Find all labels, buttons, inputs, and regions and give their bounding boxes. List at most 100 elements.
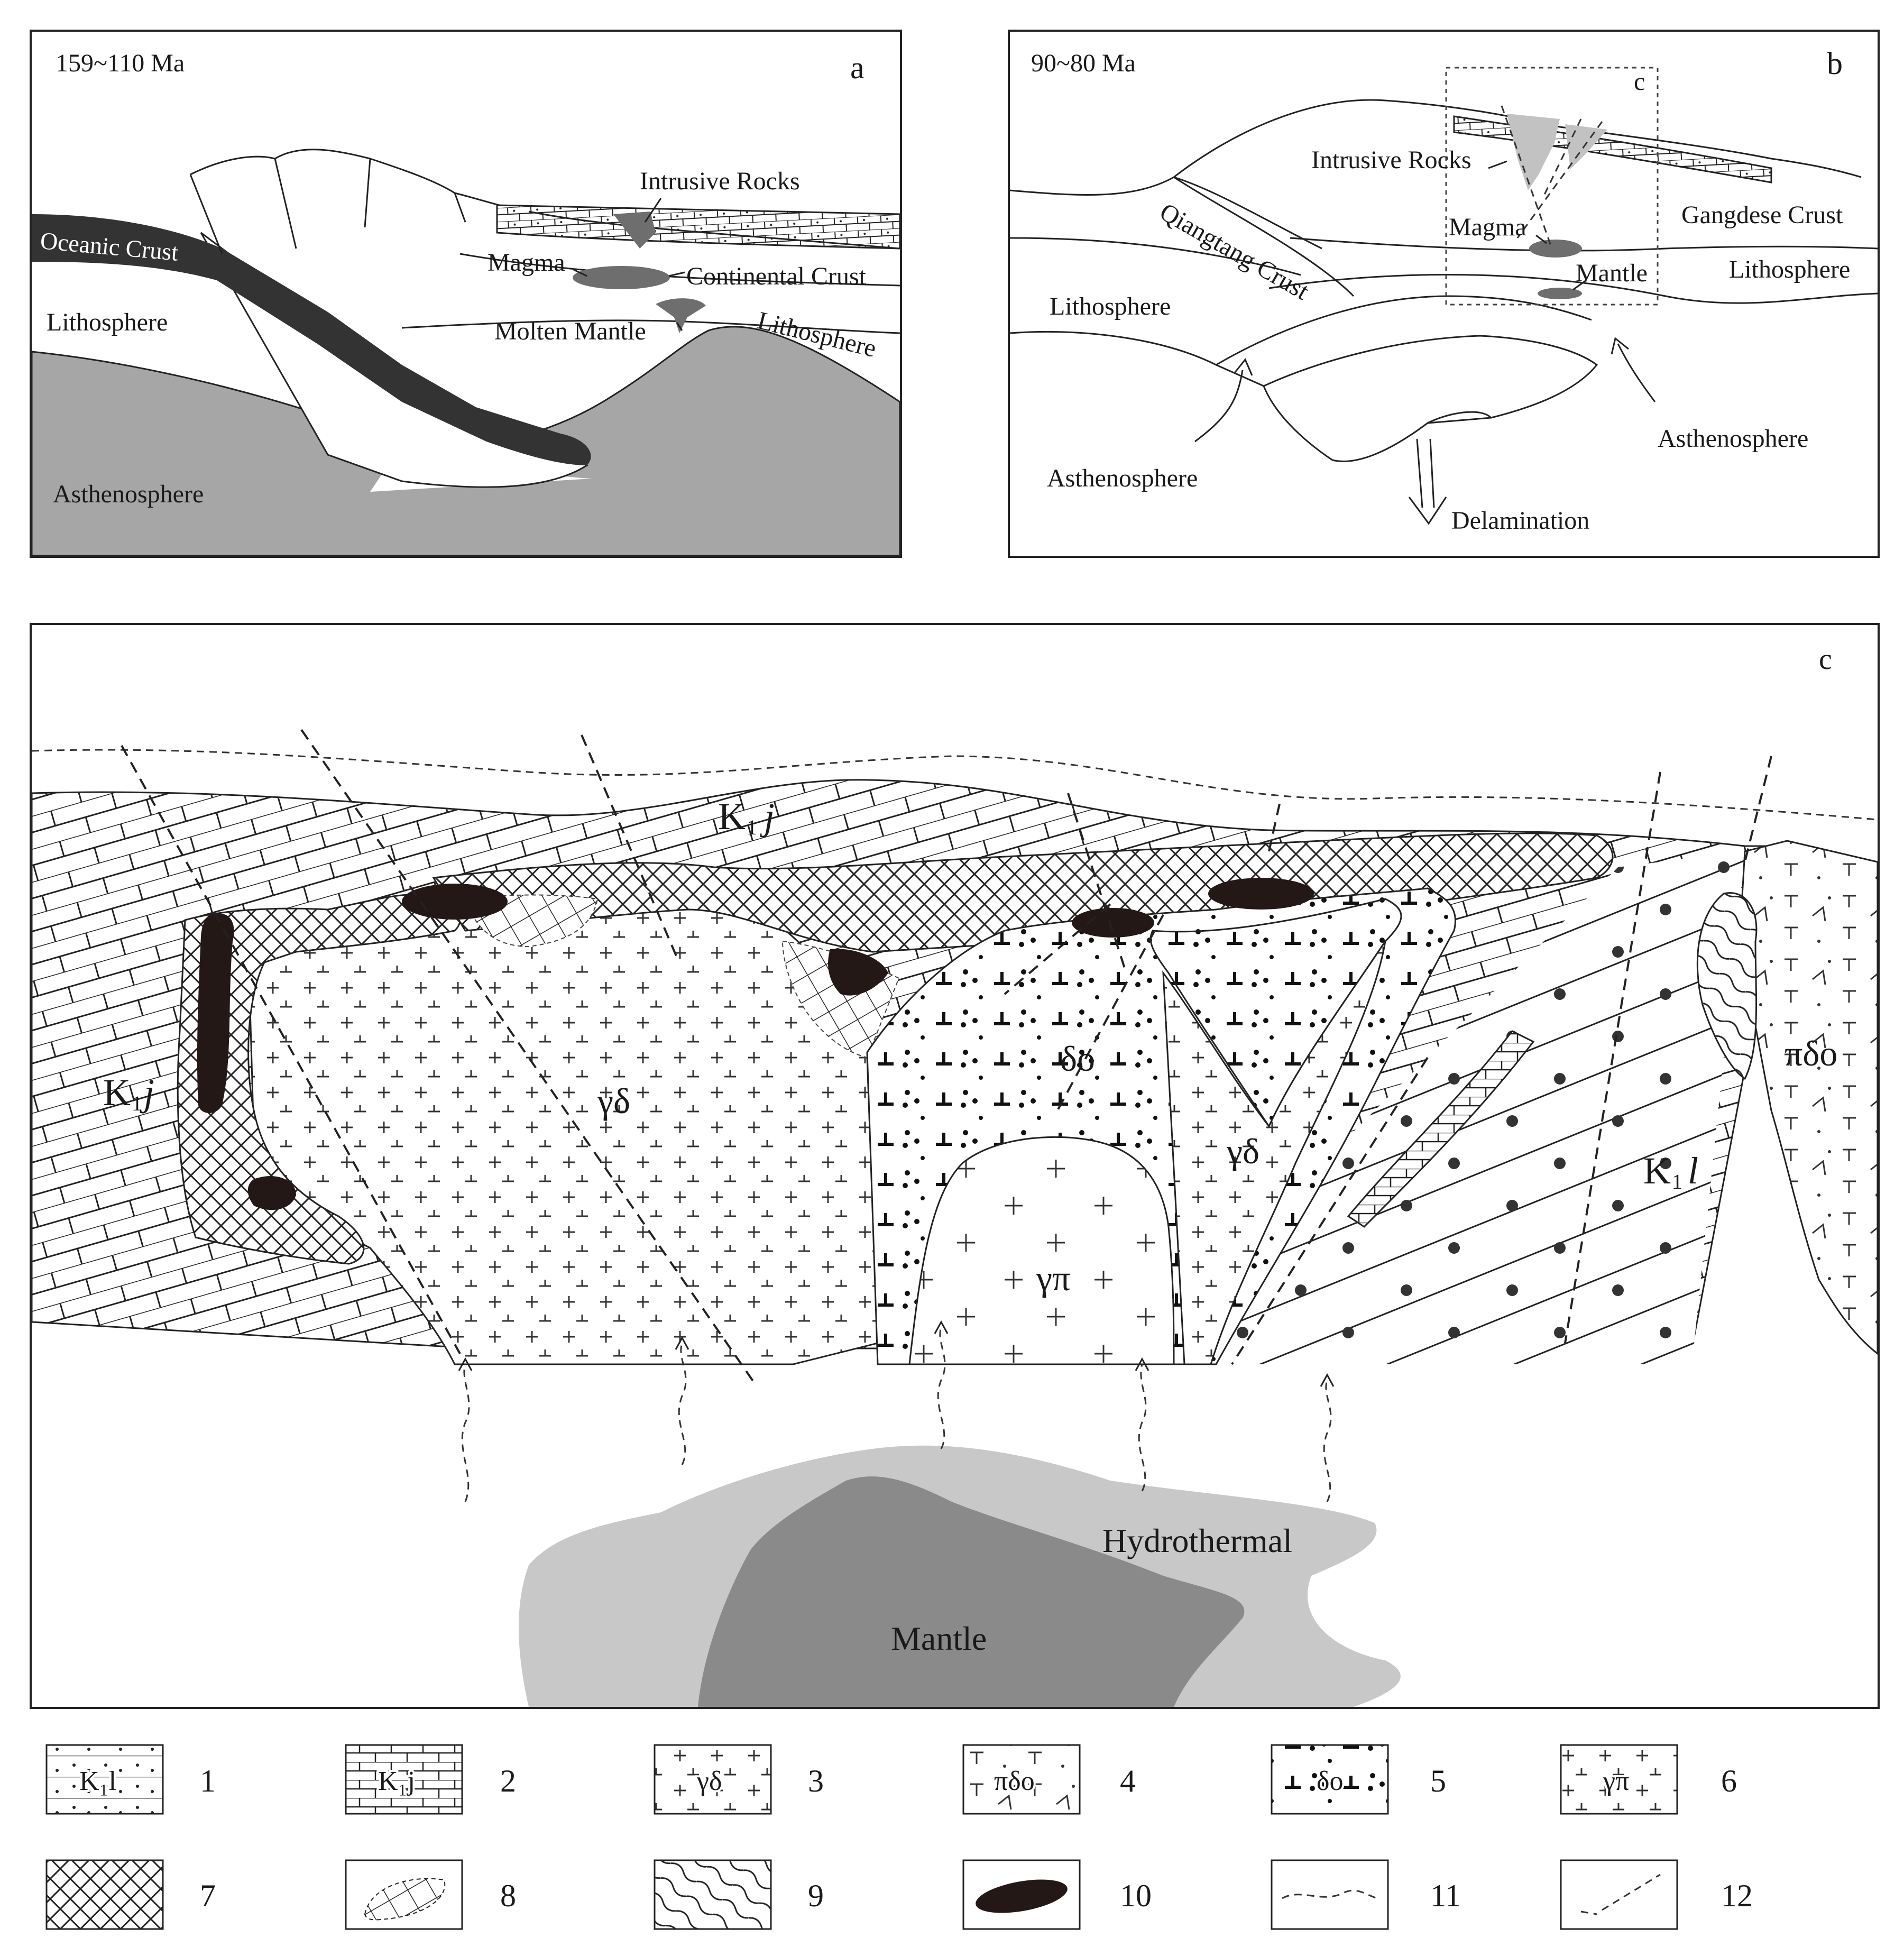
label-delta-o: δο <box>1060 1039 1095 1079</box>
label-asthenosphere-a: Asthenosphere <box>53 480 204 508</box>
leader-lines-a <box>573 198 685 331</box>
label-gamma-pi: γπ <box>1036 1258 1070 1298</box>
svg-text:12: 12 <box>1721 1878 1753 1913</box>
label-pi-delta-o: πδο <box>1785 1033 1837 1073</box>
label-continental-crust: Continental Crust <box>686 262 867 290</box>
label-lithosphere-b-left: Lithosphere <box>1050 292 1171 320</box>
label-gamma-delta-2: γδ <box>1226 1131 1259 1171</box>
svg-text:K₁j: K₁j <box>378 1766 415 1796</box>
surface-topography-b <box>1010 99 1862 196</box>
upper-dashed-surface <box>32 749 1878 821</box>
ore-body-3 <box>1072 908 1154 938</box>
svg-text:10: 10 <box>1120 1878 1152 1913</box>
svg-text:πδο: πδο <box>994 1766 1035 1796</box>
ore-body-vertical <box>197 913 234 1113</box>
panel-a-age: 159~110 Ma <box>56 49 185 77</box>
label-molten-mantle: Molten Mantle <box>494 317 646 345</box>
label-gangdese-crust: Gangdese Crust <box>1681 201 1843 229</box>
panel-b-letter: b <box>1827 46 1843 81</box>
legend-item-9: 9 <box>654 1859 824 1930</box>
label-intrusive-rocks-a: Intrusive Rocks <box>640 167 800 195</box>
asthenosphere-arrows <box>1194 337 1656 443</box>
label-magma-a: Magma <box>488 249 565 277</box>
legend-item-4: πδο 4 <box>962 1744 1136 1815</box>
svg-text:γπ: γπ <box>1603 1766 1629 1796</box>
crust-layer-band <box>496 204 900 250</box>
inset-c-box <box>1445 67 1659 306</box>
gamma-delta-dyke <box>1162 941 1386 1365</box>
svg-text:1: 1 <box>200 1764 216 1798</box>
panel-a: a 159~110 Ma Oceanic Crust Lithosphere A… <box>30 30 902 558</box>
mantle-body-b <box>1538 288 1582 299</box>
legend-item-5: δο 5 <box>1271 1744 1446 1815</box>
delaminating-slab <box>1216 335 1598 462</box>
legend-item-10: 10 <box>962 1859 1152 1930</box>
label-k1l: K 1 l <box>1643 1150 1698 1193</box>
label-magma-b: Magma <box>1449 213 1526 241</box>
svg-text:5: 5 <box>1430 1764 1446 1798</box>
label-asthenosphere-b-left: Asthenosphere <box>1047 464 1198 492</box>
legend-item-1: K₁l 1 <box>45 1744 216 1815</box>
svg-text:K: K <box>1643 1150 1671 1192</box>
svg-text:K: K <box>718 795 746 838</box>
intrusive-rocks-b <box>1507 114 1607 190</box>
svg-text:4: 4 <box>1120 1764 1136 1798</box>
inset-c-letter: c <box>1634 68 1645 96</box>
panel-c: c K 1 j K 1 j K 1 l γδ γδ δο γπ πδο Hydr… <box>30 623 1880 1709</box>
label-mantle-b: Mantle <box>1576 259 1648 287</box>
delamination-arrow <box>1408 438 1447 525</box>
pi-delta-o-intrusion <box>1739 840 1878 1355</box>
hydrothermal-flow-arrows <box>461 1327 1332 1502</box>
ore-body-1 <box>402 884 508 920</box>
ore-body-4 <box>1208 878 1314 910</box>
svg-text:δο: δο <box>1317 1766 1344 1796</box>
svg-text:6: 6 <box>1721 1764 1737 1798</box>
crust-lower-boundary <box>401 319 900 334</box>
label-k1j-left: K 1 j <box>103 1071 154 1115</box>
ore-body-2 <box>828 949 888 996</box>
panel-c-letter: c <box>1819 643 1832 676</box>
svg-text:1: 1 <box>747 815 757 839</box>
legend-item-12: 12 <box>1560 1859 1753 1930</box>
svg-text:l: l <box>1688 1150 1698 1192</box>
mountain-outline <box>189 149 529 254</box>
svg-text:2: 2 <box>500 1764 516 1798</box>
leader-lines-b <box>1488 160 1587 291</box>
label-hydrothermal: Hydrothermal <box>1102 1522 1292 1559</box>
oceanic-crust-slab <box>32 214 591 465</box>
wavy-alteration-vein <box>1347 1030 1535 1228</box>
crust-boundaries-b <box>1010 237 1878 366</box>
alteration-zone-top <box>432 832 1614 953</box>
asthenosphere-area <box>32 326 900 556</box>
magma-body-b <box>1529 240 1582 258</box>
svg-text:11: 11 <box>1430 1878 1461 1913</box>
legend: K₁l 1 K₁j 2 γδ 3 πδο 4 δο 5 γπ 6 <box>45 1744 1753 1930</box>
inset-faults <box>1501 105 1603 249</box>
panel-b-age: 90~80 Ma <box>1031 49 1136 77</box>
svg-text:3: 3 <box>808 1764 824 1798</box>
gamma-pi-intrusion <box>908 1136 1175 1365</box>
label-lithosphere-b-right: Lithosphere <box>1729 255 1850 283</box>
svg-text:K: K <box>103 1071 131 1114</box>
magma-body-a <box>573 266 670 289</box>
legend-item-6: γπ 6 <box>1560 1744 1737 1815</box>
svg-text:1: 1 <box>132 1091 142 1115</box>
svg-text:9: 9 <box>808 1878 824 1913</box>
label-mantle-c: Mantle <box>891 1620 987 1657</box>
label-delamination: Delamination <box>1451 507 1589 535</box>
panel-b: b 90~80 Ma c Intrusive Rocks Gangdese Cr… <box>1008 30 1880 558</box>
label-intrusive-rocks-b: Intrusive Rocks <box>1311 146 1471 174</box>
label-lithosphere-a-left: Lithosphere <box>47 308 168 336</box>
legend-item-11: 11 <box>1271 1859 1461 1930</box>
legend-item-7: 7 <box>45 1859 216 1930</box>
ore-body-5 <box>247 1176 296 1210</box>
molten-mantle-body <box>656 298 706 333</box>
svg-text:K₁l: K₁l <box>79 1766 116 1796</box>
svg-text:7: 7 <box>200 1878 216 1913</box>
alteration-zone-left <box>177 894 461 1265</box>
legend-item-8: 8 <box>345 1859 516 1930</box>
flow-arrow-heads <box>458 1320 1335 1387</box>
legend-item-2: K₁j 2 <box>345 1744 516 1815</box>
svg-text:γδ: γδ <box>696 1766 722 1796</box>
